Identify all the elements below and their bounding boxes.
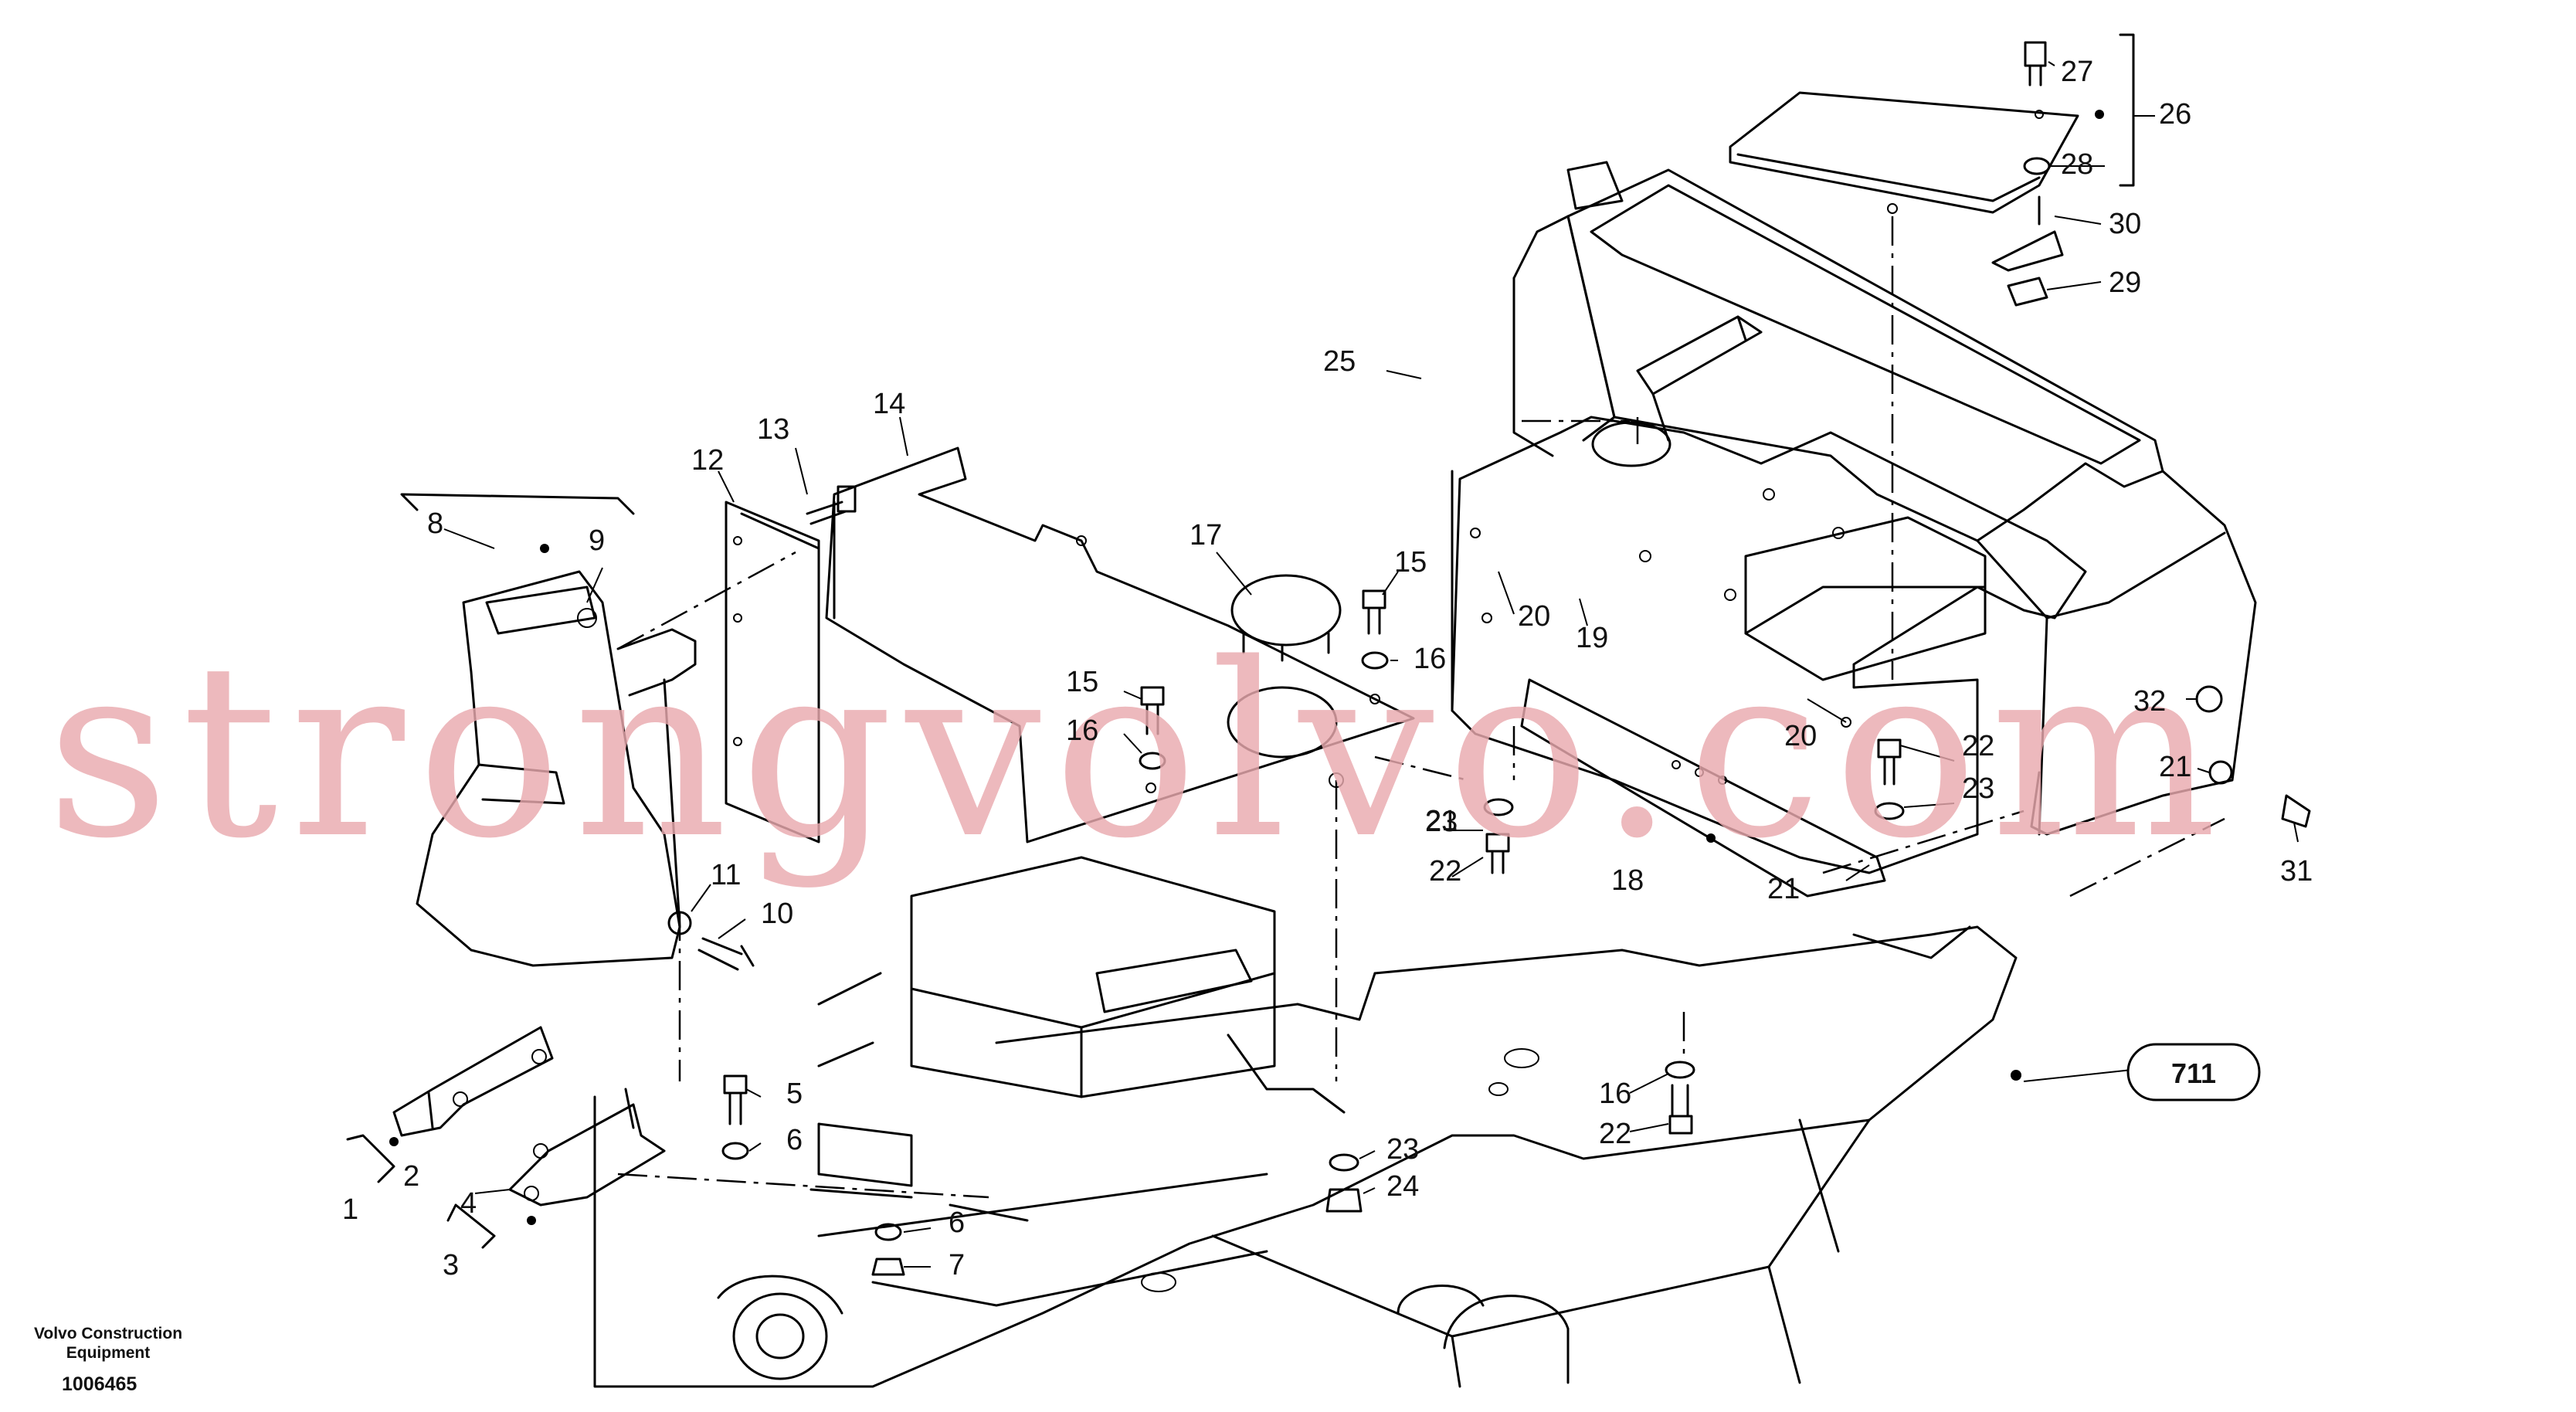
callout-21b: 21 (2159, 751, 2191, 783)
bracket-4 (508, 1088, 666, 1225)
base-frame (593, 925, 2018, 1388)
callout-20b: 20 (1784, 720, 1817, 752)
callout-16a: 16 (1414, 643, 1446, 675)
floor-plate-14 (825, 446, 1415, 843)
callout-labels: 1 2 3 4 5 6 6 7 8 9 10 11 12 13 14 15 15… (342, 56, 2313, 1281)
group-bracket-8 (400, 493, 635, 515)
brand-line-2: Equipment (66, 1344, 151, 1362)
callout-15a: 15 (1394, 546, 1427, 579)
center-lines (617, 216, 2225, 1199)
callout-23c: 23 (1425, 806, 1458, 838)
callout-24: 24 (1386, 1170, 1419, 1203)
group-bracket-1 (346, 1134, 395, 1183)
tank-housing (1451, 161, 2257, 874)
callout-21c: 21 (1425, 805, 1458, 837)
callout-21a: 21 (1767, 873, 1800, 905)
callout-32: 32 (2133, 685, 2166, 718)
callout-5: 5 (786, 1078, 803, 1110)
callout-23a: 23 (1962, 772, 1994, 805)
group-bracket-26 (2119, 33, 2135, 187)
callout-22c: 22 (1599, 1118, 1631, 1150)
callout-16b: 16 (1066, 714, 1098, 747)
callout-30: 30 (2109, 208, 2141, 240)
plate-12 (725, 501, 820, 843)
callout-31: 31 (2280, 855, 2313, 888)
callout-10: 10 (761, 898, 793, 930)
callout-3: 3 (443, 1249, 459, 1281)
callout-28: 28 (2061, 148, 2093, 181)
callout-29: 29 (2109, 266, 2141, 299)
callout-6b: 6 (949, 1207, 965, 1239)
callout-15b: 15 (1066, 666, 1098, 698)
callout-9: 9 (589, 524, 605, 557)
reference-badge: 711 (2011, 1043, 2261, 1101)
callout-2: 2 (403, 1160, 419, 1193)
toolbox (817, 856, 1346, 1114)
callout-4: 4 (460, 1187, 477, 1220)
callout-27: 27 (2061, 56, 2093, 88)
footer: Volvo Construction Equipment 1006465 (34, 1325, 182, 1395)
callout-12: 12 (691, 444, 724, 477)
mounting-plate-18 (1520, 678, 1886, 898)
callout-13: 13 (757, 413, 789, 446)
callout-17: 17 (1190, 519, 1222, 552)
callout-25: 25 (1323, 345, 1356, 378)
callout-16c: 16 (1599, 1078, 1631, 1110)
callout-23b: 23 (1386, 1133, 1419, 1166)
cover-lid-26 (1729, 91, 2104, 214)
callout-7: 7 (949, 1249, 965, 1281)
side-bracket-assembly (416, 544, 697, 967)
callout-11: 11 (711, 859, 741, 891)
callout-22b: 22 (1429, 855, 1461, 888)
fasteners (667, 41, 2311, 1276)
leader-lines (443, 61, 2299, 1268)
callout-26: 26 (2159, 98, 2191, 131)
callout-19: 19 (1576, 622, 1608, 654)
callout-22a: 22 (1962, 730, 1994, 762)
brand-line-1: Volvo Construction (34, 1325, 182, 1342)
callout-1: 1 (342, 1193, 358, 1226)
callout-6a: 6 (786, 1124, 803, 1156)
callout-14: 14 (873, 388, 905, 420)
group-bracket-3 (446, 1203, 496, 1249)
callout-18: 18 (1611, 864, 1644, 897)
callout-8: 8 (427, 507, 443, 540)
reference-badge-label: 711 (2171, 1057, 2216, 1089)
watermark-text: strongvolvo.com (46, 613, 2230, 891)
callout-20a: 20 (1518, 600, 1550, 633)
bracket-1 (389, 1026, 554, 1146)
drawing-number: 1006465 (62, 1373, 137, 1395)
